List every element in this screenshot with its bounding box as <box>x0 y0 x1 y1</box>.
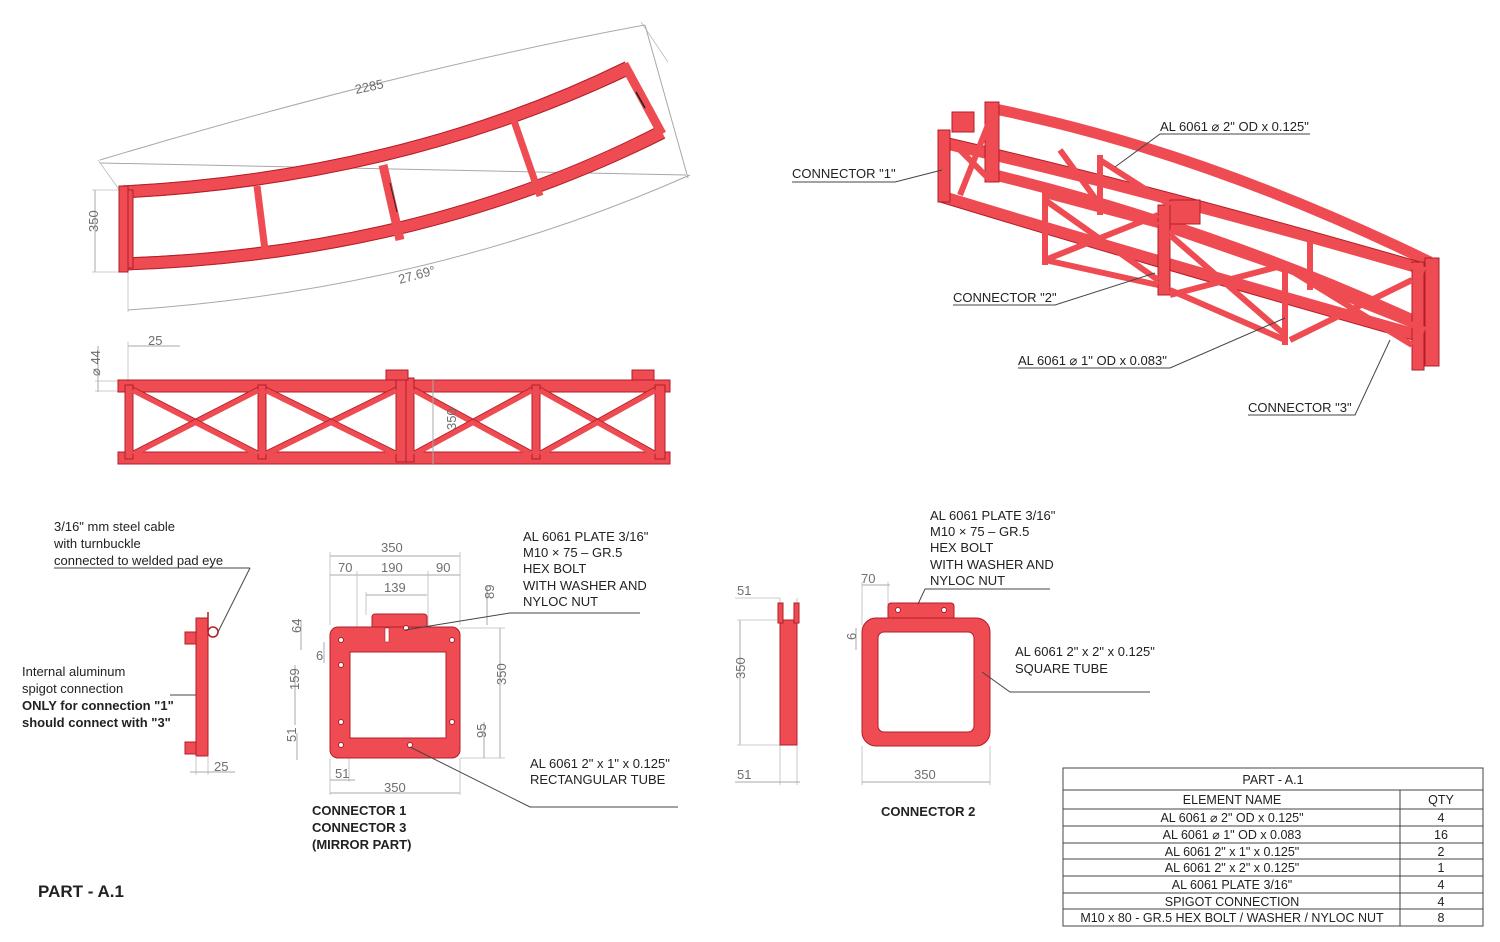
bom-row-name: AL 6061 ⌀ 1" OD x 0.083 <box>1163 828 1302 842</box>
top-view: 2285 350 27.69° <box>86 21 691 312</box>
cable-note-2: with turnbuckle <box>53 536 141 551</box>
callout-pipe2: AL 6061 ⌀ 2" OD x 0.125" <box>1160 119 1309 134</box>
cable-note-1: 3/16" mm steel cable <box>54 519 175 534</box>
dim-c1-51: 51 <box>284 728 299 742</box>
c1-callout-3: HEX BOLT <box>523 561 586 576</box>
bom-row-qty: 2 <box>1438 845 1445 859</box>
spigot-note-2: spigot connection <box>22 681 123 696</box>
dim-c1-95: 95 <box>474 724 489 738</box>
dim-25-spigot: 25 <box>214 759 228 774</box>
dim-c1-350-top: 350 <box>381 540 403 555</box>
bom-row-name: AL 6061 2" x 2" x 0.125" <box>1165 861 1299 875</box>
connector-2-detail: 70 6 350 AL 6061 PLATE 3/16" M10 × 75 – … <box>844 508 1155 819</box>
bom-row-qty: 16 <box>1434 828 1448 842</box>
dim-c1-190: 190 <box>381 560 403 575</box>
c2-sq-callout-2: SQUARE TUBE <box>1015 661 1108 676</box>
dim-25-side: 25 <box>148 333 162 348</box>
bom-header-qty: QTY <box>1428 793 1454 807</box>
side-view: 25 ⌀ 44 350 <box>88 333 671 465</box>
dim-c1-89: 89 <box>482 585 497 599</box>
dim-c1-350-v: 350 <box>494 663 509 685</box>
c1-callout-1: AL 6061 PLATE 3/16" <box>523 529 649 544</box>
dim-c2s-51-b: 51 <box>737 767 751 782</box>
caption-connector-3: CONNECTOR 3 <box>312 820 406 835</box>
dim-c1-6: 6 <box>316 648 323 663</box>
dim-dia44: ⌀ 44 <box>88 350 103 376</box>
bom-row-qty: 4 <box>1438 895 1445 909</box>
dim-angle: 27.69° <box>397 263 437 287</box>
caption-connector-1: CONNECTOR 1 <box>312 803 406 818</box>
dim-c1-70: 70 <box>338 560 352 575</box>
spigot-detail: 3/16" mm steel cable with turnbuckle con… <box>22 519 251 775</box>
dim-350-side: 350 <box>444 408 459 430</box>
c2-callout-3: HEX BOLT <box>930 540 993 555</box>
bom-row-qty: 4 <box>1438 811 1445 825</box>
c2-sq-callout-1: AL 6061 2" x 2" x 0.125" <box>1015 644 1155 659</box>
bom-row-name: AL 6061 2" x 1" x 0.125" <box>1165 845 1299 859</box>
dim-c2-6: 6 <box>844 633 859 640</box>
bom-row-qty: 4 <box>1438 878 1445 892</box>
dim-350-top: 350 <box>86 210 101 232</box>
dim-c1-350-b: 350 <box>384 780 406 795</box>
caption-connector-2: CONNECTOR 2 <box>881 804 975 819</box>
dim-c2s-350: 350 <box>733 657 748 679</box>
bom-row-name: SPIGOT CONNECTION <box>1165 895 1300 909</box>
cable-note-3: connected to welded pad eye <box>54 553 223 568</box>
callout-connector2: CONNECTOR "2" <box>953 290 1057 305</box>
dim-2285: 2285 <box>353 76 384 97</box>
c2-callout-1: AL 6061 PLATE 3/16" <box>930 508 1056 523</box>
callout-connector1: CONNECTOR "1" <box>792 166 896 181</box>
bom-table: PART - A.1 ELEMENT NAME QTY AL 6061 ⌀ 2"… <box>1062 767 1484 927</box>
bom-row-name: M10 x 80 - GR.5 HEX BOLT / WASHER / NYLO… <box>1080 911 1384 925</box>
bom-header-name: ELEMENT NAME <box>1183 793 1281 807</box>
bom-row-name: AL 6061 PLATE 3/16" <box>1172 878 1293 892</box>
dim-c1-90: 90 <box>436 560 450 575</box>
dim-c1-51-b: 51 <box>335 766 349 781</box>
c2-callout-5: NYLOC NUT <box>930 573 1005 588</box>
c2-callout-2: M10 × 75 – GR.5 <box>930 524 1029 539</box>
c1-callout-2: M10 × 75 – GR.5 <box>523 545 622 560</box>
caption-mirror: (MIRROR PART) <box>312 837 411 852</box>
bom-title: PART - A.1 <box>1242 773 1303 787</box>
spigot-note-1: Internal aluminum <box>22 664 125 679</box>
c1-rect-callout-2: RECTANGULAR TUBE <box>530 772 666 787</box>
c1-callout-5: NYLOC NUT <box>523 594 598 609</box>
c1-rect-callout-1: AL 6061 2" x 1" x 0.125" <box>530 756 670 771</box>
part-label: PART - A.1 <box>38 882 124 901</box>
dim-c2-350: 350 <box>914 767 936 782</box>
dim-c1-159: 159 <box>287 668 302 690</box>
dim-c1-64: 64 <box>289 619 304 633</box>
callout-connector3: CONNECTOR "3" <box>1248 400 1352 415</box>
c2-callout-4: WITH WASHER AND <box>930 557 1054 572</box>
bom-row-qty: 8 <box>1438 911 1445 925</box>
isometric-view: AL 6061 ⌀ 2" OD x 0.125" CONNECTOR "1" C… <box>792 101 1440 416</box>
bom-row-name: AL 6061 ⌀ 2" OD x 0.125" <box>1160 811 1303 825</box>
spigot-note-4: should connect with "3" <box>22 715 171 730</box>
callout-pipe1: AL 6061 ⌀ 1" OD x 0.083" <box>1018 353 1167 368</box>
c1-callout-4: WITH WASHER AND <box>523 578 647 593</box>
dim-c2-70: 70 <box>861 571 875 586</box>
connector-1-detail: 350 70 190 90 139 89 64 6 159 51 350 95 … <box>284 529 678 852</box>
dim-c2s-51-t: 51 <box>737 583 751 598</box>
spigot-note-3: ONLY for connection "1" <box>22 698 174 713</box>
connector-2-side-detail: 51 350 51 <box>733 583 800 785</box>
dim-c1-139: 139 <box>384 580 406 595</box>
bom-row-qty: 1 <box>1438 861 1445 875</box>
